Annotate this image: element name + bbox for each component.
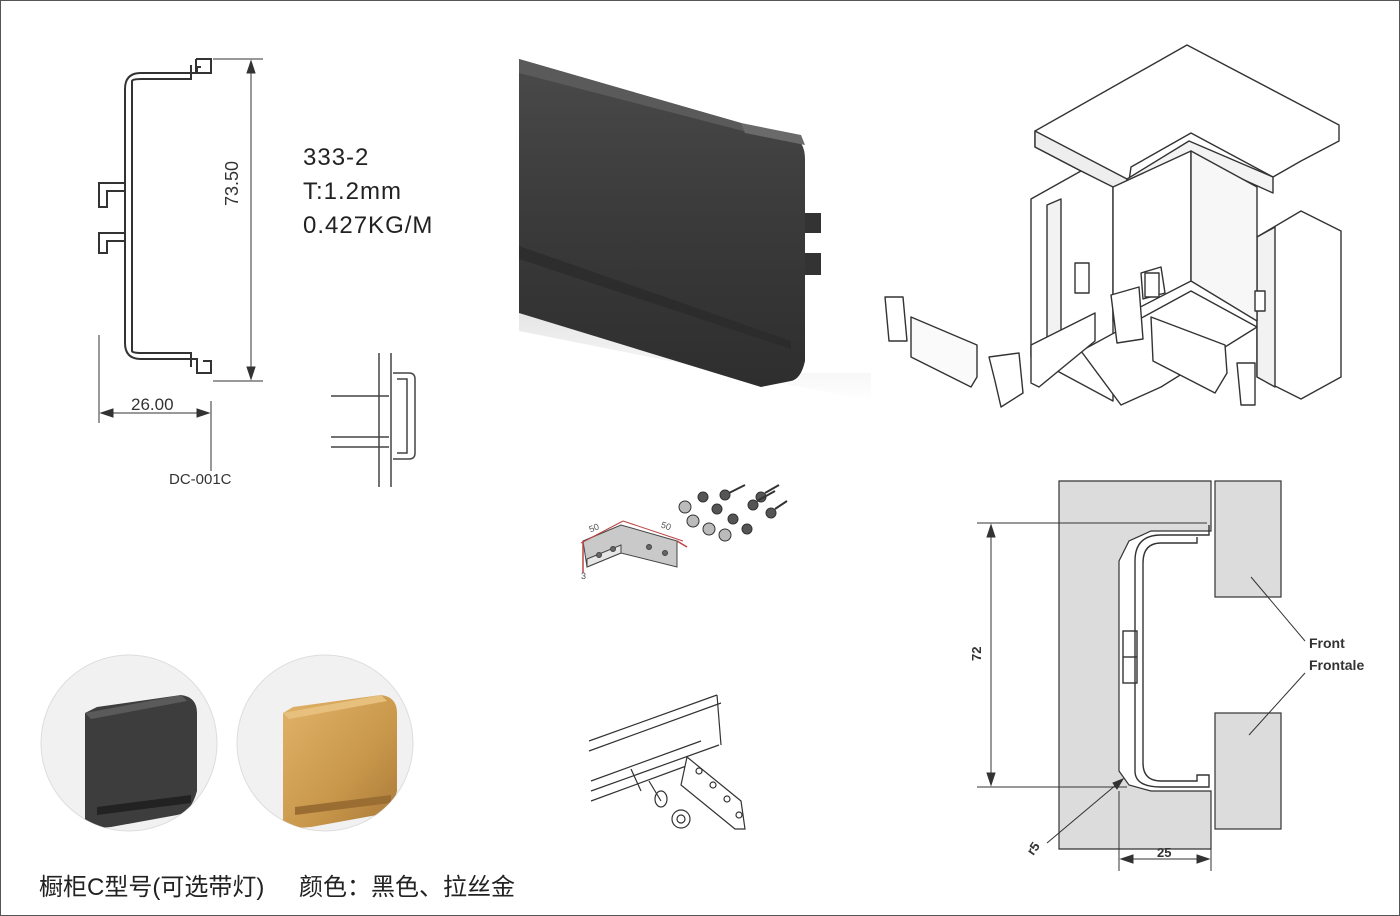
bracket-dim-c: 3 bbox=[581, 571, 587, 581]
thickness: T:1.2mm bbox=[303, 178, 403, 205]
weight: 0.427KG/M bbox=[303, 212, 434, 239]
color-options: 颜色：黑色、拉丝金 bbox=[299, 874, 515, 901]
product-name: 橱柜C型号(可选带灯) bbox=[39, 874, 265, 901]
section-width-dim: 25 bbox=[1157, 845, 1172, 860]
front-label: Front bbox=[1309, 635, 1345, 651]
product-caption: 橱柜C型号(可选带灯) 颜色：黑色、拉丝金 bbox=[39, 867, 543, 902]
model-number: 333-2 bbox=[303, 144, 370, 171]
frontale-label: Frontale bbox=[1309, 657, 1365, 673]
profile-code: DC-001C bbox=[169, 471, 232, 488]
spec-block: 333-2 T:1.2mm 0.427KG/M bbox=[303, 141, 433, 243]
profile-width-dim: 26.00 bbox=[131, 395, 174, 414]
